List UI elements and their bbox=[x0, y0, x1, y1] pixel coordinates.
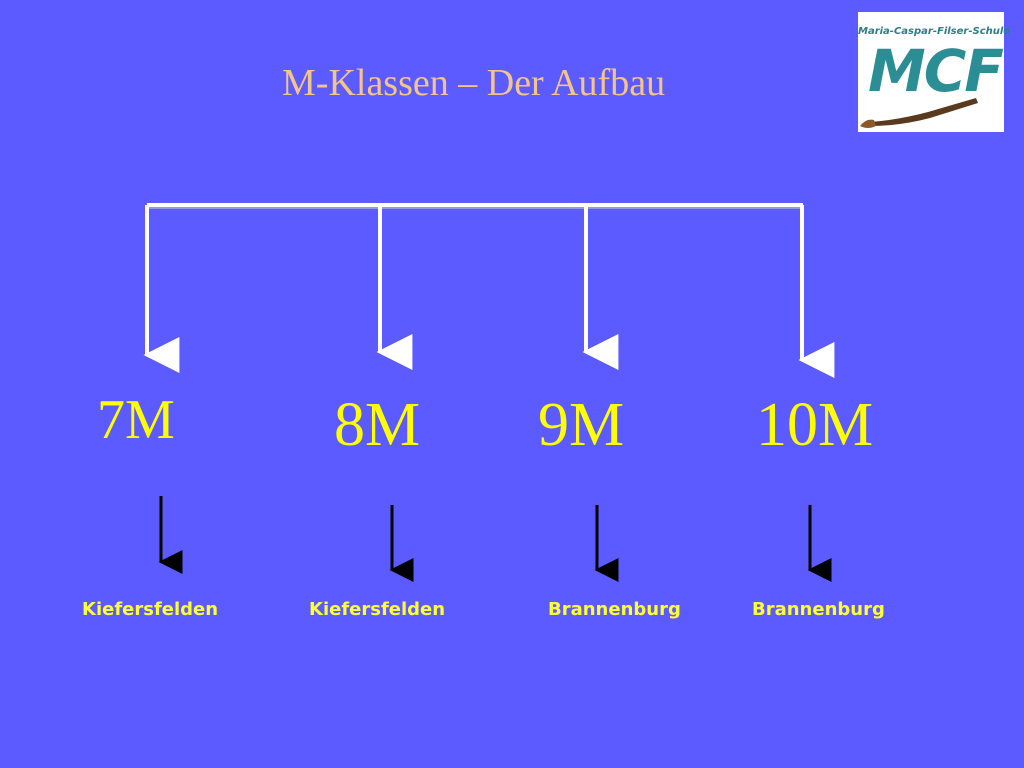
grade-7m: 7M bbox=[97, 389, 175, 451]
location-7m: Kiefersfelden bbox=[82, 599, 219, 620]
location-10m: Brannenburg bbox=[752, 599, 885, 620]
logo-school-name: Maria-Caspar-Filser-Schule bbox=[858, 26, 1011, 37]
grade-10m: 10M bbox=[756, 391, 874, 459]
slide-title: M-Klassen – Der Aufbau bbox=[282, 62, 666, 104]
location-9m: Brannenburg bbox=[548, 599, 681, 620]
school-logo: Maria-Caspar-Filser-Schule MCF bbox=[858, 12, 1011, 132]
logo-initials: MCF bbox=[868, 37, 1004, 105]
grade-8m: 8M bbox=[334, 391, 421, 459]
paintbrush-icon bbox=[860, 98, 978, 128]
location-8m: Kiefersfelden bbox=[309, 599, 446, 620]
grade-9m: 9M bbox=[538, 391, 625, 459]
